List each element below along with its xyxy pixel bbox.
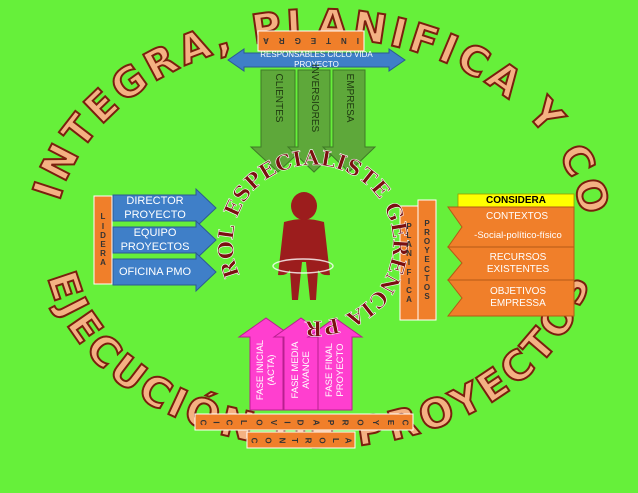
- lidera-letter: E: [100, 240, 106, 249]
- arrow-fase-inicial[interactable]: [237, 317, 295, 411]
- empresa-label: EMPRESA: [344, 73, 355, 123]
- lidera-letter: I: [101, 221, 105, 231]
- proyectos-bar: [417, 199, 437, 321]
- controla-letter: C: [249, 437, 259, 443]
- ciclo-letter: I: [211, 420, 221, 424]
- proyectos-letter: S: [424, 292, 430, 302]
- controla-letter: R: [303, 437, 313, 443]
- ciclo-letter: C: [400, 419, 410, 425]
- fase-final-label: FASE FINAL PROYECTO: [323, 343, 346, 397]
- planifica-letters: P L A N I F I C A: [400, 208, 418, 318]
- ciclo-letter: P: [325, 419, 335, 425]
- ciclo-letter: O: [254, 418, 264, 426]
- integra-bar: [257, 30, 365, 52]
- ciclo-letter: Y: [371, 419, 381, 425]
- controla-letters: C O N T R O L A: [247, 432, 355, 448]
- contextos-label: CONTEXTOS: [485, 211, 549, 222]
- arrow-equipo[interactable]: [112, 219, 217, 261]
- clientes-label: CLIENTES: [273, 73, 284, 123]
- ciclo-letter: E: [385, 419, 395, 425]
- ciclo-letter: D: [295, 419, 305, 425]
- controla-letter: O: [317, 436, 327, 444]
- fase-inicial-label: FASE INICIAL (ACTA): [254, 339, 277, 401]
- responsables-label: RESPONSABLES CICLO VIDA PROYECTO: [260, 50, 373, 69]
- lidera-bar: [93, 195, 113, 285]
- integra-letter: E: [310, 36, 317, 46]
- planifica-letter: P: [406, 221, 412, 231]
- controla-letter: A: [343, 437, 353, 443]
- ciclo-vida-bar: [194, 413, 414, 431]
- controla-letter: T: [290, 437, 300, 443]
- lidera-letters: L I D E R A: [94, 198, 112, 282]
- controla-bar: [246, 431, 356, 449]
- lidera-letter: A: [100, 258, 106, 268]
- ciclo-letter: R: [340, 419, 350, 425]
- integra-letter: T: [326, 36, 332, 46]
- fase-media-label: FASE MEDIA AVANCE: [289, 341, 312, 399]
- controla-letter: O: [263, 436, 273, 444]
- ciclo-letter: A: [310, 419, 320, 425]
- lidera-letter: L: [100, 212, 106, 222]
- planifica-letter: L: [406, 230, 412, 240]
- integra-letter: N: [341, 36, 347, 46]
- planifica-letter: A: [406, 240, 412, 250]
- controla-letter: L: [330, 437, 340, 443]
- planifica-letter: N: [406, 249, 412, 259]
- planifica-letter: A: [406, 295, 412, 305]
- controla-letter: N: [276, 437, 286, 443]
- integra-letter: G: [294, 36, 301, 46]
- integra-letter: R: [278, 36, 285, 46]
- ciclo-letter: C: [224, 419, 234, 425]
- objetivos-label: OBJETIVOS EMPRESSA: [489, 285, 547, 309]
- integra-letter: A: [263, 36, 269, 46]
- lidera-letter: D: [100, 230, 106, 240]
- ciclo-vida-letters: C I C L O V I D A P R O Y E C: [195, 414, 413, 430]
- proyectos-letter: O: [423, 282, 431, 292]
- considera-label: CONSIDERA: [485, 194, 546, 206]
- ciclo-letter: C: [198, 419, 208, 425]
- oficina-label: OFICINA PMO: [118, 265, 192, 278]
- director-label: DIRECTOR PROYECTO: [124, 195, 186, 221]
- arrow-director[interactable]: [112, 187, 217, 229]
- arrow-empresa[interactable]: [321, 69, 377, 173]
- integra-letters: I N T E G R A: [258, 31, 364, 51]
- lidera-letter: R: [100, 249, 106, 259]
- proyectos-letter: R: [424, 227, 430, 237]
- recursos-label: RECURSOS EXISTENTES: [486, 251, 550, 275]
- responsables-banner: [227, 48, 406, 72]
- proyectos-letter: P: [424, 218, 430, 228]
- arrow-oficina[interactable]: [112, 251, 217, 293]
- proyectos-letter: C: [424, 264, 430, 274]
- arrow-fase-final[interactable]: [306, 317, 364, 411]
- proyectos-letters: P R O Y E C T O S: [418, 202, 436, 318]
- social-label: -Social-político-físico: [474, 230, 562, 242]
- proyectos-letter: T: [424, 273, 430, 283]
- integra-letter: I: [356, 36, 360, 46]
- panel-objetivos: [446, 279, 575, 317]
- proyectos-letter: E: [424, 255, 430, 265]
- proyectos-letter: Y: [424, 246, 430, 256]
- ciclo-letter: I: [282, 420, 292, 424]
- equipo-label: EQUIPO PROYECTOS: [120, 227, 190, 253]
- inversiores-label: INVERSIORES: [309, 63, 320, 133]
- ciclo-letter: L: [239, 419, 249, 425]
- planifica-letter: I: [407, 276, 411, 286]
- proyectos-letter: O: [423, 237, 431, 247]
- planifica-letter: C: [406, 285, 412, 295]
- person-figure: [272, 192, 334, 300]
- ciclo-letter: V: [269, 419, 279, 425]
- planifica-letter: I: [407, 258, 411, 268]
- ciclo-letter: O: [356, 418, 366, 426]
- planifica-letter: F: [406, 267, 412, 277]
